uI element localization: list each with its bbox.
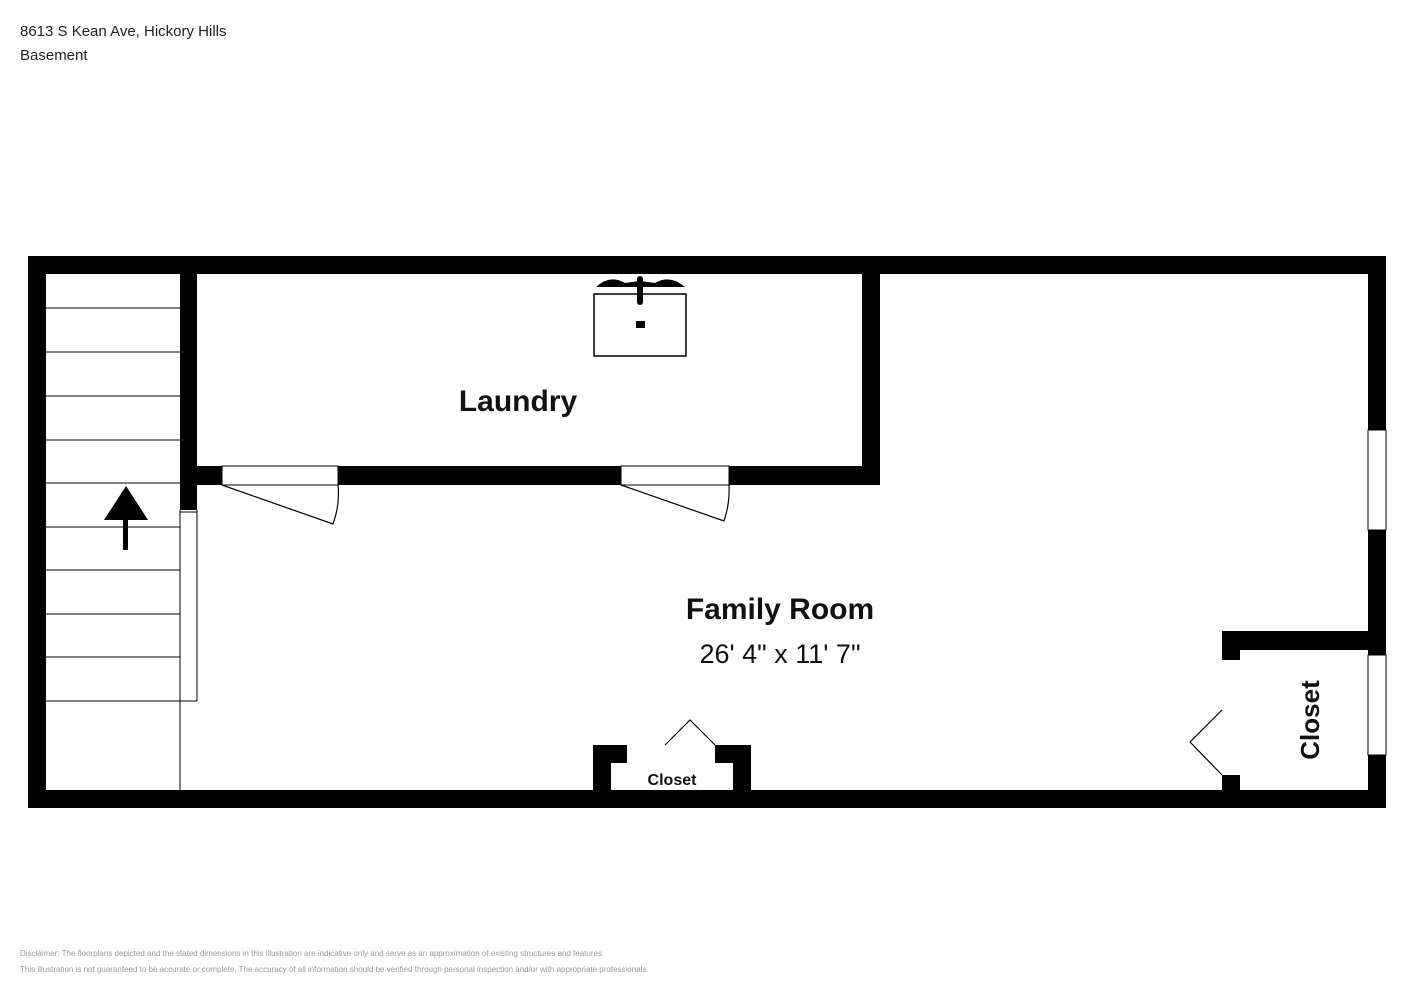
disclaimer-line-2: This illustration is not guaranteed to b… xyxy=(20,965,649,974)
stairs xyxy=(46,307,198,790)
room-label-closet-right: Closet xyxy=(1295,680,1325,760)
room-label-closet-bottom: Closet xyxy=(648,772,698,789)
floor-label: Basement xyxy=(20,47,88,64)
laundry-doors xyxy=(221,465,730,486)
windows xyxy=(1367,429,1387,756)
room-label-laundry: Laundry xyxy=(459,385,578,418)
room-label-family-room: Family Room xyxy=(686,593,874,626)
disclaimer-line-1: Disclaimer: The floorplans depicted and … xyxy=(20,949,605,958)
sink-icon xyxy=(593,276,687,357)
walls xyxy=(28,256,1386,808)
address-title: 8613 S Kean Ave, Hickory Hills xyxy=(20,23,227,40)
stair-up-arrow-icon xyxy=(104,486,148,550)
door-swings xyxy=(221,484,1223,776)
room-dimensions-family-room: 26' 4" x 11' 7" xyxy=(699,639,860,669)
